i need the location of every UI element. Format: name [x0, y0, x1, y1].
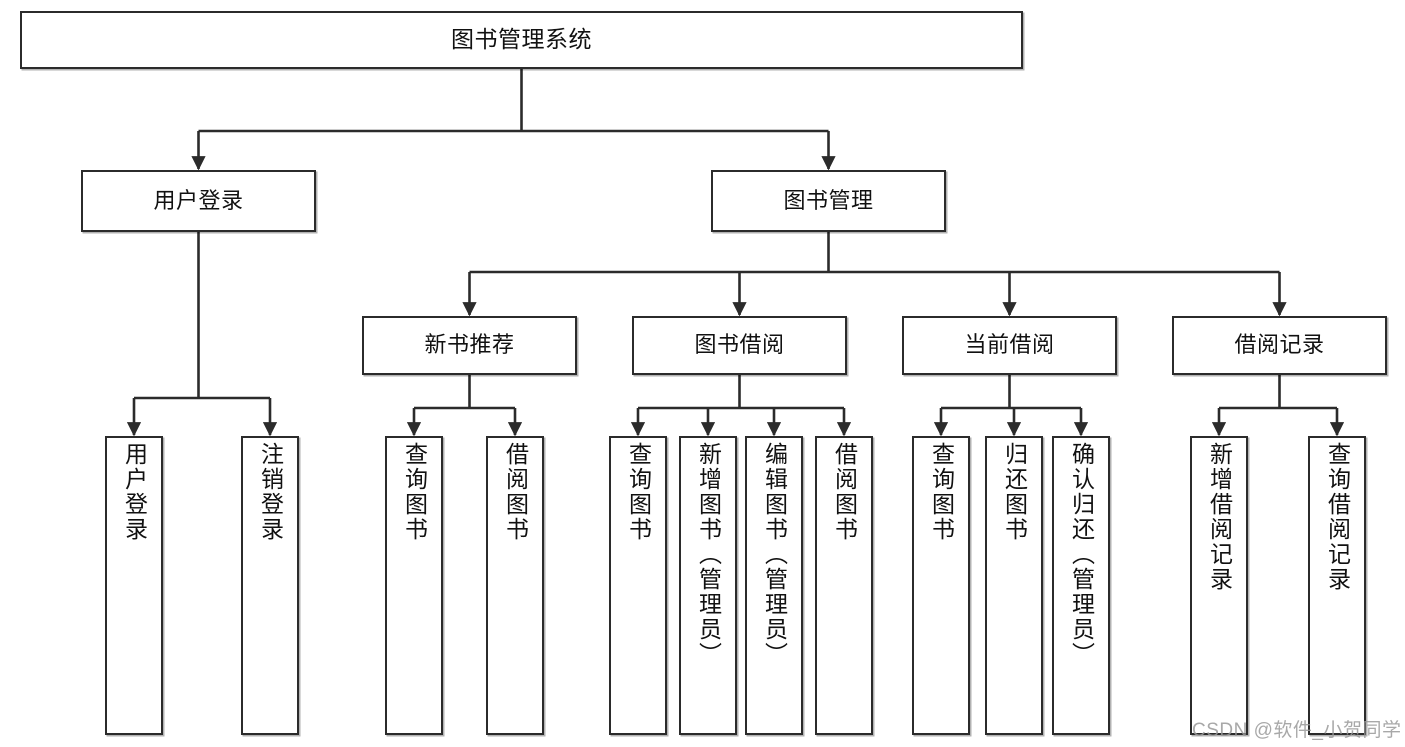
- node-borrow: 图书借阅: [632, 316, 847, 375]
- node-leaf-nb-borrow: 借阅图书: [486, 436, 544, 735]
- node-leaf-cur-query: 查询图书: [912, 436, 970, 735]
- watermark-text: CSDN @软件_小贺同学: [1192, 720, 1402, 741]
- node-leaf-user-login: 用户登录: [105, 436, 163, 735]
- node-leaf-cur-return: 归还图书: [985, 436, 1043, 735]
- node-leaf-nb-query: 查询图书: [385, 436, 443, 735]
- node-label: 图书借阅: [694, 332, 785, 358]
- node-leaf-user-logout: 注销登录: [241, 436, 299, 735]
- node-label: 确认归还（管理员）: [1068, 442, 1095, 667]
- node-root: 图书管理系统: [20, 11, 1023, 69]
- node-bookmgmt: 图书管理: [711, 170, 946, 232]
- node-label: 新增图书（管理员）: [695, 442, 722, 667]
- node-leaf-bw-lend: 借阅图书: [815, 436, 873, 735]
- node-records: 借阅记录: [1172, 316, 1387, 375]
- node-label: 查询图书: [625, 442, 652, 542]
- node-label: 查询图书: [928, 442, 955, 542]
- node-label: 借阅图书: [502, 442, 529, 542]
- node-leaf-bw-edit: 编辑图书（管理员）: [745, 436, 803, 735]
- node-current: 当前借阅: [902, 316, 1117, 375]
- node-leaf-cur-confirm: 确认归还（管理员）: [1052, 436, 1110, 735]
- node-label: 用户登录: [121, 442, 148, 542]
- node-label: 图书管理: [783, 187, 874, 213]
- node-label: 注销登录: [257, 442, 284, 542]
- node-leaf-rec-add: 新增借阅记录: [1190, 436, 1248, 735]
- node-label: 用户登录: [153, 187, 244, 213]
- node-login: 用户登录: [81, 170, 316, 232]
- node-label: 图书管理系统: [451, 26, 592, 53]
- node-label: 当前借阅: [964, 332, 1055, 358]
- node-label: 新书推荐: [424, 332, 515, 358]
- node-leaf-bw-query: 查询图书: [609, 436, 667, 735]
- node-label: 查询图书: [401, 442, 428, 542]
- node-label: 归还图书: [1001, 442, 1028, 542]
- node-leaf-rec-query: 查询借阅记录: [1308, 436, 1366, 735]
- node-label: 查询借阅记录: [1324, 442, 1351, 592]
- node-label: 新增借阅记录: [1206, 442, 1233, 592]
- node-label: 借阅记录: [1234, 332, 1325, 358]
- node-label: 借阅图书: [831, 442, 858, 542]
- node-newbook: 新书推荐: [362, 316, 577, 375]
- node-leaf-bw-add: 新增图书（管理员）: [679, 436, 737, 735]
- node-label: 编辑图书（管理员）: [761, 442, 788, 667]
